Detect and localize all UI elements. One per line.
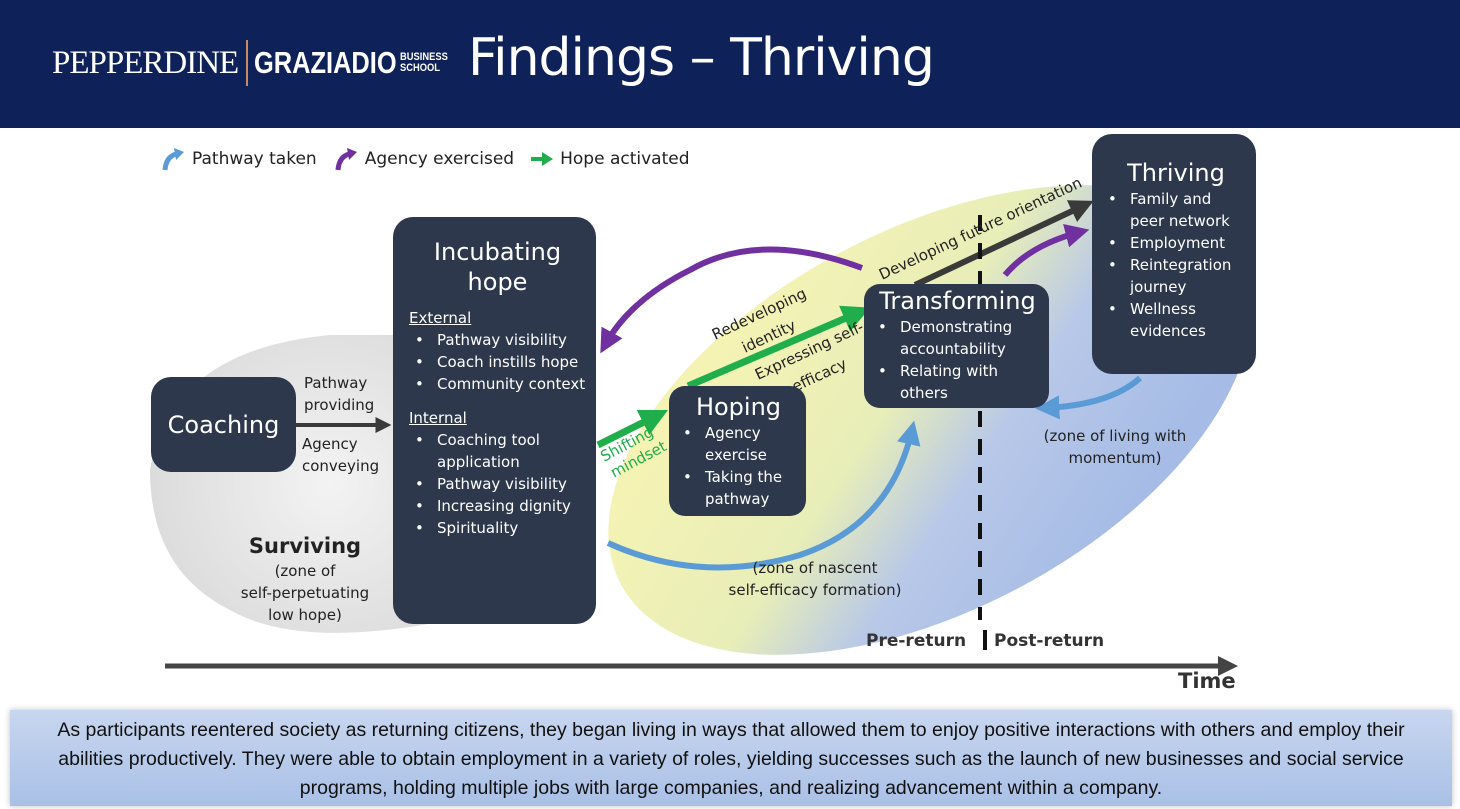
legend-label: Pathway taken [192,149,317,169]
legend: Pathway taken Agency exercised Hope acti… [160,146,706,172]
internal-heading: Internal [409,409,467,427]
expressing-self-efficacy-arrow [686,305,871,390]
hoping-list: Agency exercise Taking the pathway [677,422,800,510]
momentum-zone-label: (zone of living with momentum) [1030,425,1200,469]
arrow-green-icon [531,152,554,166]
node-transforming: Transforming Demonstrating accountabilit… [864,284,1049,408]
label-line: self-perpetuating [240,584,370,602]
pathway-momentum-arrow [1035,375,1143,420]
slide-title: Findings – Thriving [468,28,935,88]
list-item: Reintegration journey [1102,254,1250,298]
transforming-list: Demonstrating accountability Relating wi… [872,316,1043,404]
internal-list: Coaching tool application Pathway visibi… [409,429,586,539]
label-line: self-efficacy formation) [728,581,902,599]
label-line: Pathway [304,374,368,392]
legend-item-agency: Agency exercised [333,146,514,172]
surviving-title: Surviving [248,534,362,558]
label-line: (zone of living with [1043,427,1187,445]
logo-pepperdine: PEPPERDINE [52,44,239,81]
summary-box: As participants reentered society as ret… [10,710,1452,806]
list-item: Employment [1102,232,1250,254]
label-line: Agency [302,435,358,453]
external-list: Pathway visibility Coach instills hope C… [409,329,586,395]
label-line: (zone of nascent [752,559,878,577]
logo-graziadio: GRAZIADIO [254,45,397,80]
summary-text: As participants reentered society as ret… [57,719,1405,799]
agency-conveying-label: Agency conveying [302,433,379,477]
node-title: Coaching [167,410,280,439]
logo-business-school: BUSINESS SCHOOL [400,52,448,74]
node-title-line2: hope [467,268,528,296]
list-item: Coach instills hope [409,351,586,373]
legend-item-pathway: Pathway taken [160,146,317,172]
list-item: Coaching tool application [409,429,586,473]
redeveloping-identity-arrow [600,246,864,354]
pathway-nascent-arrow [606,420,921,571]
pepperdine-graziadio-logo: PEPPERDINE GRAZIADIO BUSINESS SCHOOL [52,38,456,88]
node-hoping: Hoping Agency exercise Taking the pathwa… [669,386,806,516]
post-return-label: Post-return [994,631,1105,651]
list-item: Pathway visibility [409,473,586,495]
logo-divider [246,40,249,86]
list-item: Community context [409,373,586,395]
legend-label: Agency exercised [364,149,515,169]
curved-arrow-blue-icon [162,148,184,171]
list-item: Agency exercise [677,422,800,466]
label-line: providing [304,396,375,414]
curved-arrow-purple-icon [335,148,357,171]
list-item: Pathway visibility [409,329,586,351]
node-title-line1: Incubating [433,238,562,266]
list-item: Increasing dignity [409,495,586,517]
list-item: Wellness evidences [1102,298,1250,342]
time-axis-label: Time [1178,669,1236,693]
thriving-list: Family and peer network Employment Reint… [1102,188,1250,342]
list-item: Spirituality [409,517,586,539]
label-line: (zone of [274,562,336,580]
diagram-canvas: Shifting mindset Redeveloping identity E… [150,174,1252,676]
label-line: low hope) [268,606,342,624]
pre-return-label: Pre-return [866,631,967,651]
list-item: Taking the pathway [677,466,800,510]
logo-business: BUSINESS [400,51,448,63]
surviving-zone-label: Surviving (zone of self-perpetuating low… [220,532,390,626]
list-item: Relating with others [872,360,1043,404]
node-thriving: Thriving Family and peer network Employm… [1092,134,1256,374]
external-heading: External [409,309,472,327]
label-line: momentum) [1068,449,1162,467]
label-line: conveying [302,457,380,475]
shifting-mindset-arrow [596,409,669,449]
legend-label: Hope activated [560,149,690,169]
node-coaching: Coaching [151,377,296,472]
nascent-zone-label: (zone of nascent self-efficacy formation… [705,557,925,601]
agency-to-thriving-arrow [1002,224,1090,277]
list-item: Demonstrating accountability [872,316,1043,360]
list-item: Family and peer network [1102,188,1250,232]
node-title: Transforming [879,287,1036,315]
node-title: Thriving [1127,159,1225,187]
logo-school: SCHOOL [400,62,441,74]
pathway-providing-label: Pathway providing [304,372,374,416]
node-incubating-hope: Incubating hope External Pathway visibil… [393,217,596,624]
future-orientation-arrow [913,200,1094,288]
growth-zone [608,185,1252,655]
slide-header: PEPPERDINE GRAZIADIO BUSINESS SCHOOL Fin… [0,0,1460,128]
node-title: Hoping [695,393,782,421]
legend-item-hope: Hope activated [530,149,690,169]
